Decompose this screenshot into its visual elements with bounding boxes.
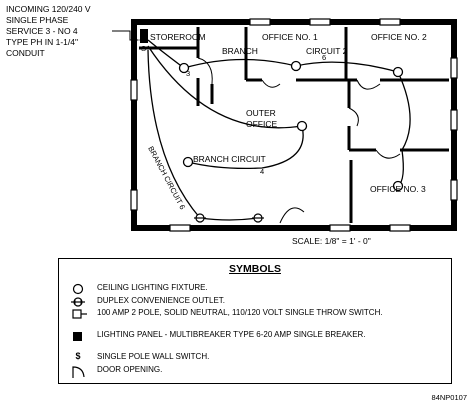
- room-label-office3: OFFICE NO. 3: [370, 184, 426, 194]
- ceiling-light-icon: [72, 283, 84, 295]
- ceiling-light-icon: [290, 60, 302, 72]
- service-label-line5: CONDUIT: [6, 48, 45, 58]
- lighting-panel-icon: [73, 332, 82, 341]
- door-opening-icon: [72, 366, 85, 378]
- ceiling-lights: [178, 60, 404, 192]
- scale-label: SCALE: 1/8" = 1' - 0": [292, 236, 371, 246]
- legend-text: 100 AMP 2 POLE, SOLID NEUTRAL, 110/120 V…: [97, 308, 383, 317]
- circuit-mark-3: 3: [186, 69, 190, 78]
- ceiling-light-icon: [182, 156, 194, 168]
- symbols-legend: SYMBOLS CEILING LIGHTING FIXTURE. DUPLEX…: [58, 258, 452, 384]
- service-label-line3: SERVICE 3 - NO 4: [6, 26, 78, 36]
- legend-text: LIGHTING PANEL - MULTIBREAKER TYPE 6-20 …: [97, 330, 366, 339]
- circuit-label-circuit2: CIRCUIT 2: [306, 46, 348, 56]
- circuit-mark-4: 4: [260, 167, 264, 176]
- service-label-line4: TYPE PH IN 1-1/4": [6, 37, 78, 47]
- room-label-outer-line1: OUTER: [246, 108, 276, 118]
- service-leader: [112, 30, 143, 41]
- door-arcs: [197, 57, 401, 224]
- circuit-label-branch-circuit: BRANCH CIRCUIT: [193, 154, 266, 164]
- legend-text: CEILING LIGHTING FIXTURE.: [97, 283, 208, 292]
- ceiling-light-icon: [296, 120, 308, 132]
- switch-box-icon: [72, 309, 87, 319]
- duplex-outlet-icon: [71, 297, 85, 307]
- circuit-label-branch: BRANCH: [222, 46, 258, 56]
- legend-title: SYMBOLS: [229, 263, 281, 275]
- room-label-office1: OFFICE NO. 1: [262, 32, 318, 42]
- legend-text: DOOR OPENING.: [97, 365, 163, 374]
- wall-switch-icon: $: [75, 351, 81, 361]
- figure-id: 84NP0107: [431, 393, 467, 402]
- outlets: [194, 213, 264, 223]
- ceiling-light-icon: [178, 62, 190, 74]
- room-label-outer-line2: OFFICE: [246, 119, 277, 129]
- ceiling-light-icon: [392, 180, 404, 192]
- service-label-line2: SINGLE PHASE: [6, 15, 69, 25]
- circuit-wiring: [147, 39, 411, 221]
- windows: [130, 18, 458, 232]
- lighting-panel-icon: [140, 29, 148, 43]
- room-label-storeroom: STOREROOM: [150, 32, 206, 42]
- switch-s-mark: S: [141, 44, 146, 53]
- circuit-label-branch-circuit-6: BRANCH CIRCUIT 6: [146, 145, 187, 211]
- room-label-office2: OFFICE NO. 2: [371, 32, 427, 42]
- circuit-mark-6: 6: [322, 53, 326, 62]
- service-label-line1: INCOMING 120/240 V: [6, 4, 91, 14]
- legend-text: SINGLE POLE WALL SWITCH.: [97, 352, 210, 361]
- legend-text: DUPLEX CONVENIENCE OUTLET.: [97, 296, 226, 305]
- ceiling-light-icon: [392, 66, 404, 78]
